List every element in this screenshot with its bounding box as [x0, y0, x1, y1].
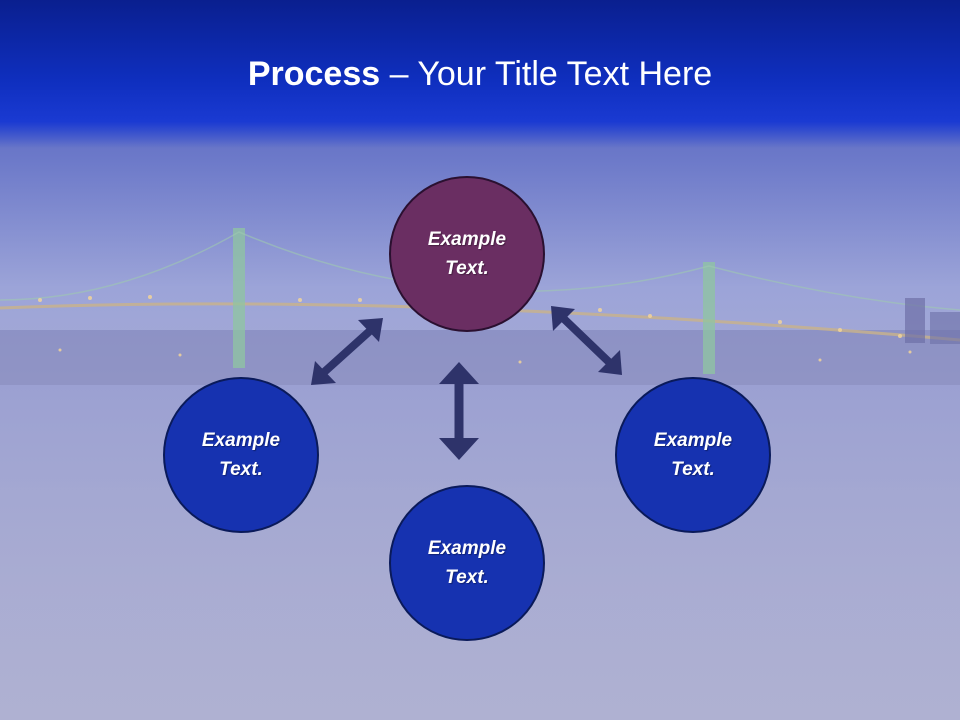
node-bottom-text: Example Text. — [427, 538, 507, 588]
node-left: Example Text. — [163, 377, 319, 533]
node-bottom: Example Text. — [389, 485, 545, 641]
title-rest: – Your Title Text Here — [380, 55, 713, 93]
header-bar — [0, 0, 960, 148]
node-top: Example Text. — [389, 176, 545, 332]
page-title: Process – Your Title Text Here — [0, 52, 960, 96]
arrow-vertical — [439, 362, 479, 460]
arrow-top-right — [551, 306, 622, 375]
node-left-text: Example Text. — [201, 430, 281, 480]
node-top-text: Example Text. — [427, 229, 507, 279]
node-right-text: Example Text. — [653, 430, 733, 480]
node-right: Example Text. — [615, 377, 771, 533]
arrow-top-left — [311, 318, 383, 385]
title-bold: Process — [247, 55, 381, 93]
